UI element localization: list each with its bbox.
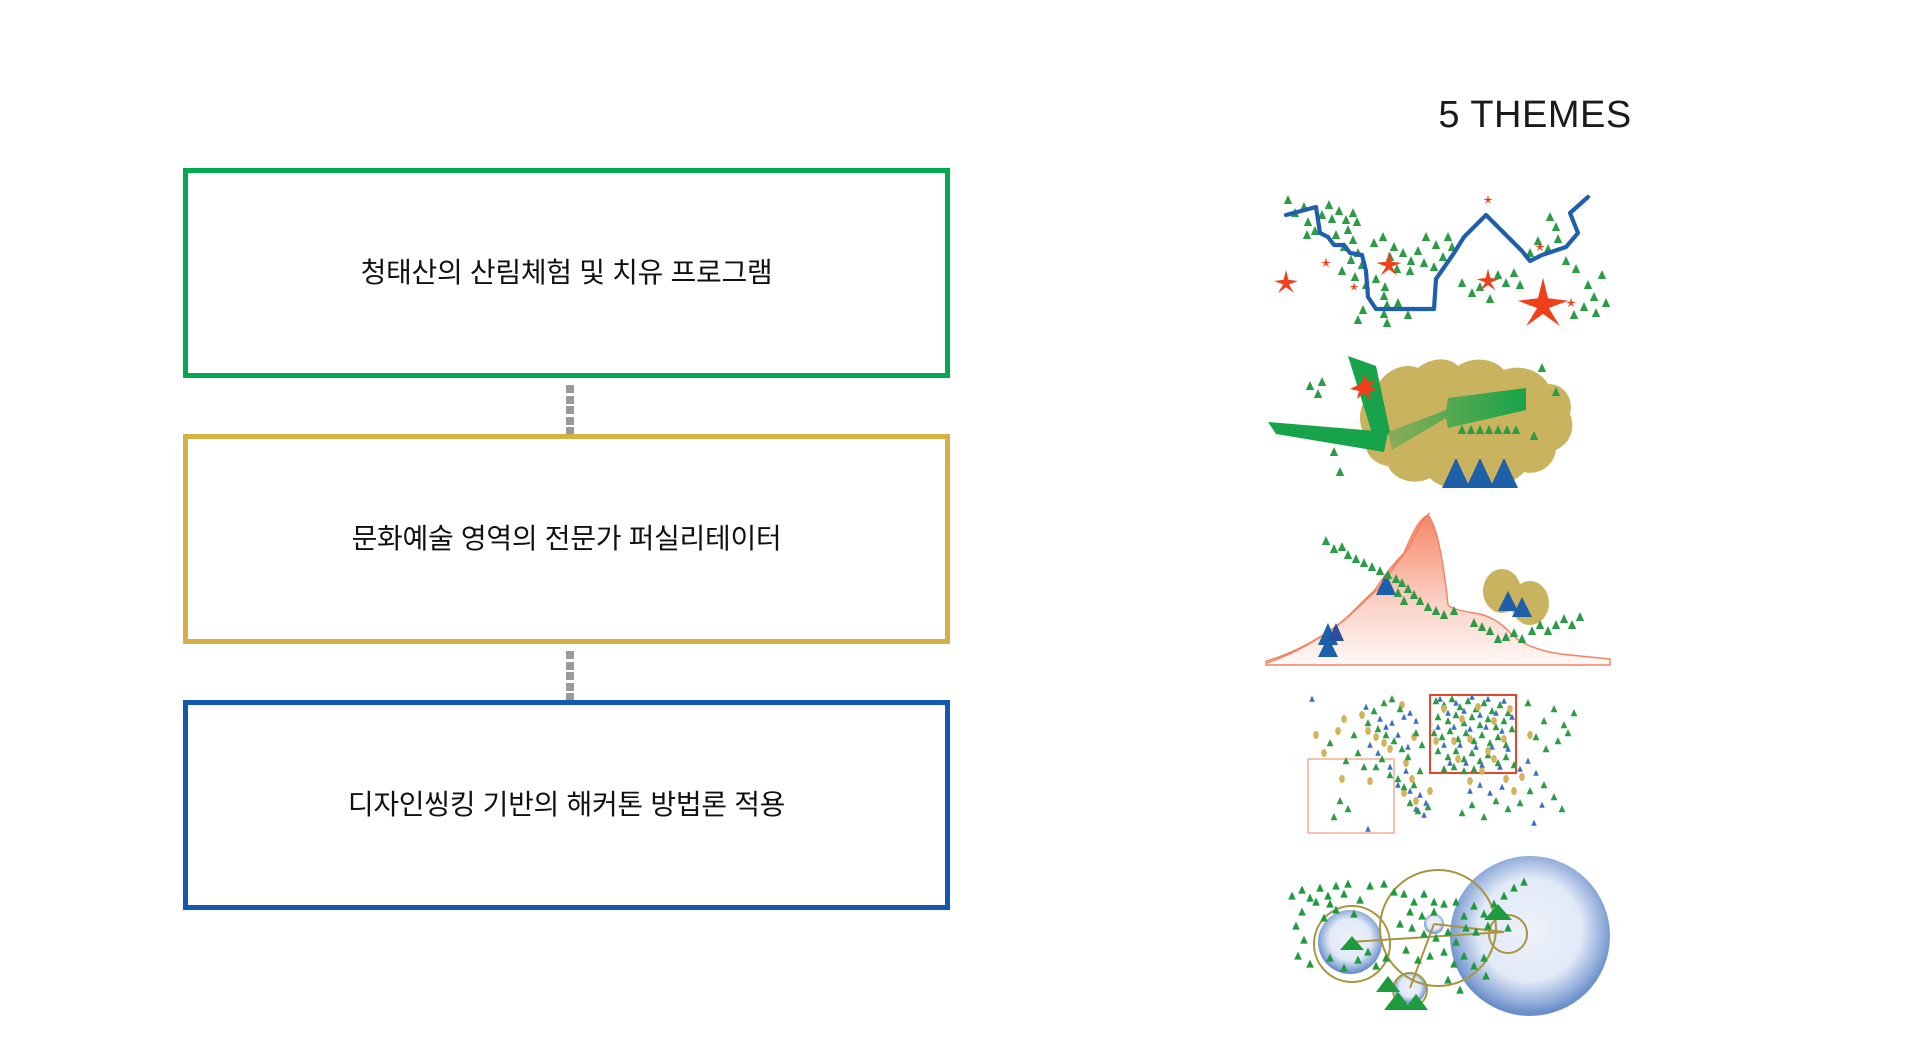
connector-dot (566, 651, 574, 659)
theme-box-forest-program[interactable]: 청태산의 산림체험 및 치유 프로그램 (183, 168, 950, 378)
themes-box-column: 청태산의 산림체험 및 치유 프로그램 문화예술 영역의 전문가 퍼실리테이터 … (183, 168, 950, 910)
graduated-bubbles (1318, 856, 1610, 1016)
theme-box-label: 문화예술 영역의 전문가 퍼실리테이터 (351, 523, 782, 555)
terrain-ridge-line (1265, 512, 1431, 664)
connector-dot (566, 682, 574, 691)
theme-box-design-thinking[interactable]: 디자인씽킹 기반의 해커톤 방법론 적용 (183, 700, 950, 910)
boundary-path (1283, 194, 1591, 312)
region-blob-map-figure (1258, 340, 1618, 500)
dotted-connector-2 (566, 651, 574, 701)
point-density-scatter-map-figure (1258, 675, 1618, 835)
large-tree-markers (1340, 904, 1512, 1010)
connector-dot (566, 661, 574, 670)
connector-dot (566, 395, 574, 404)
theme-box-label: 디자인씽킹 기반의 해커톤 방법론 적용 (347, 789, 786, 821)
sparse-selection-box (1307, 758, 1395, 834)
star-marker (1350, 374, 1378, 400)
connector-dot (566, 427, 574, 435)
connector-dot (566, 406, 574, 414)
sparse-box-points (1330, 775, 1373, 832)
dotted-connector-1 (566, 385, 574, 435)
arrow-flow-left (1268, 422, 1388, 452)
theme-box-culture-facilitator[interactable]: 문화예술 영역의 전문가 퍼실리테이터 (183, 434, 950, 644)
arrow-flow-upper (1348, 356, 1390, 446)
blue-triangle-markers (1442, 458, 1518, 488)
connector-dot (566, 416, 574, 425)
terrain-profile (1265, 514, 1611, 666)
boundary-path-map-figure (1258, 175, 1618, 335)
page-title: 5 THEMES (1438, 94, 1632, 136)
connector-dot (566, 672, 574, 680)
terrain-elevation-map-figure (1258, 505, 1618, 670)
theme-box-label: 청태산의 산림체험 및 치유 프로그램 (360, 257, 773, 289)
bubble-cluster-map-figure (1258, 840, 1618, 1020)
connector-dot (566, 385, 574, 393)
dense-cluster-points (1430, 693, 1518, 775)
themes-illustration-column: 5 THEMES (1150, 0, 1920, 1045)
connector-dot (566, 693, 574, 701)
blue-triangle-markers (1318, 573, 1532, 657)
dense-selection-box (1429, 694, 1517, 774)
arrow-flow-right (1388, 388, 1526, 450)
scatter-points (1309, 695, 1578, 826)
